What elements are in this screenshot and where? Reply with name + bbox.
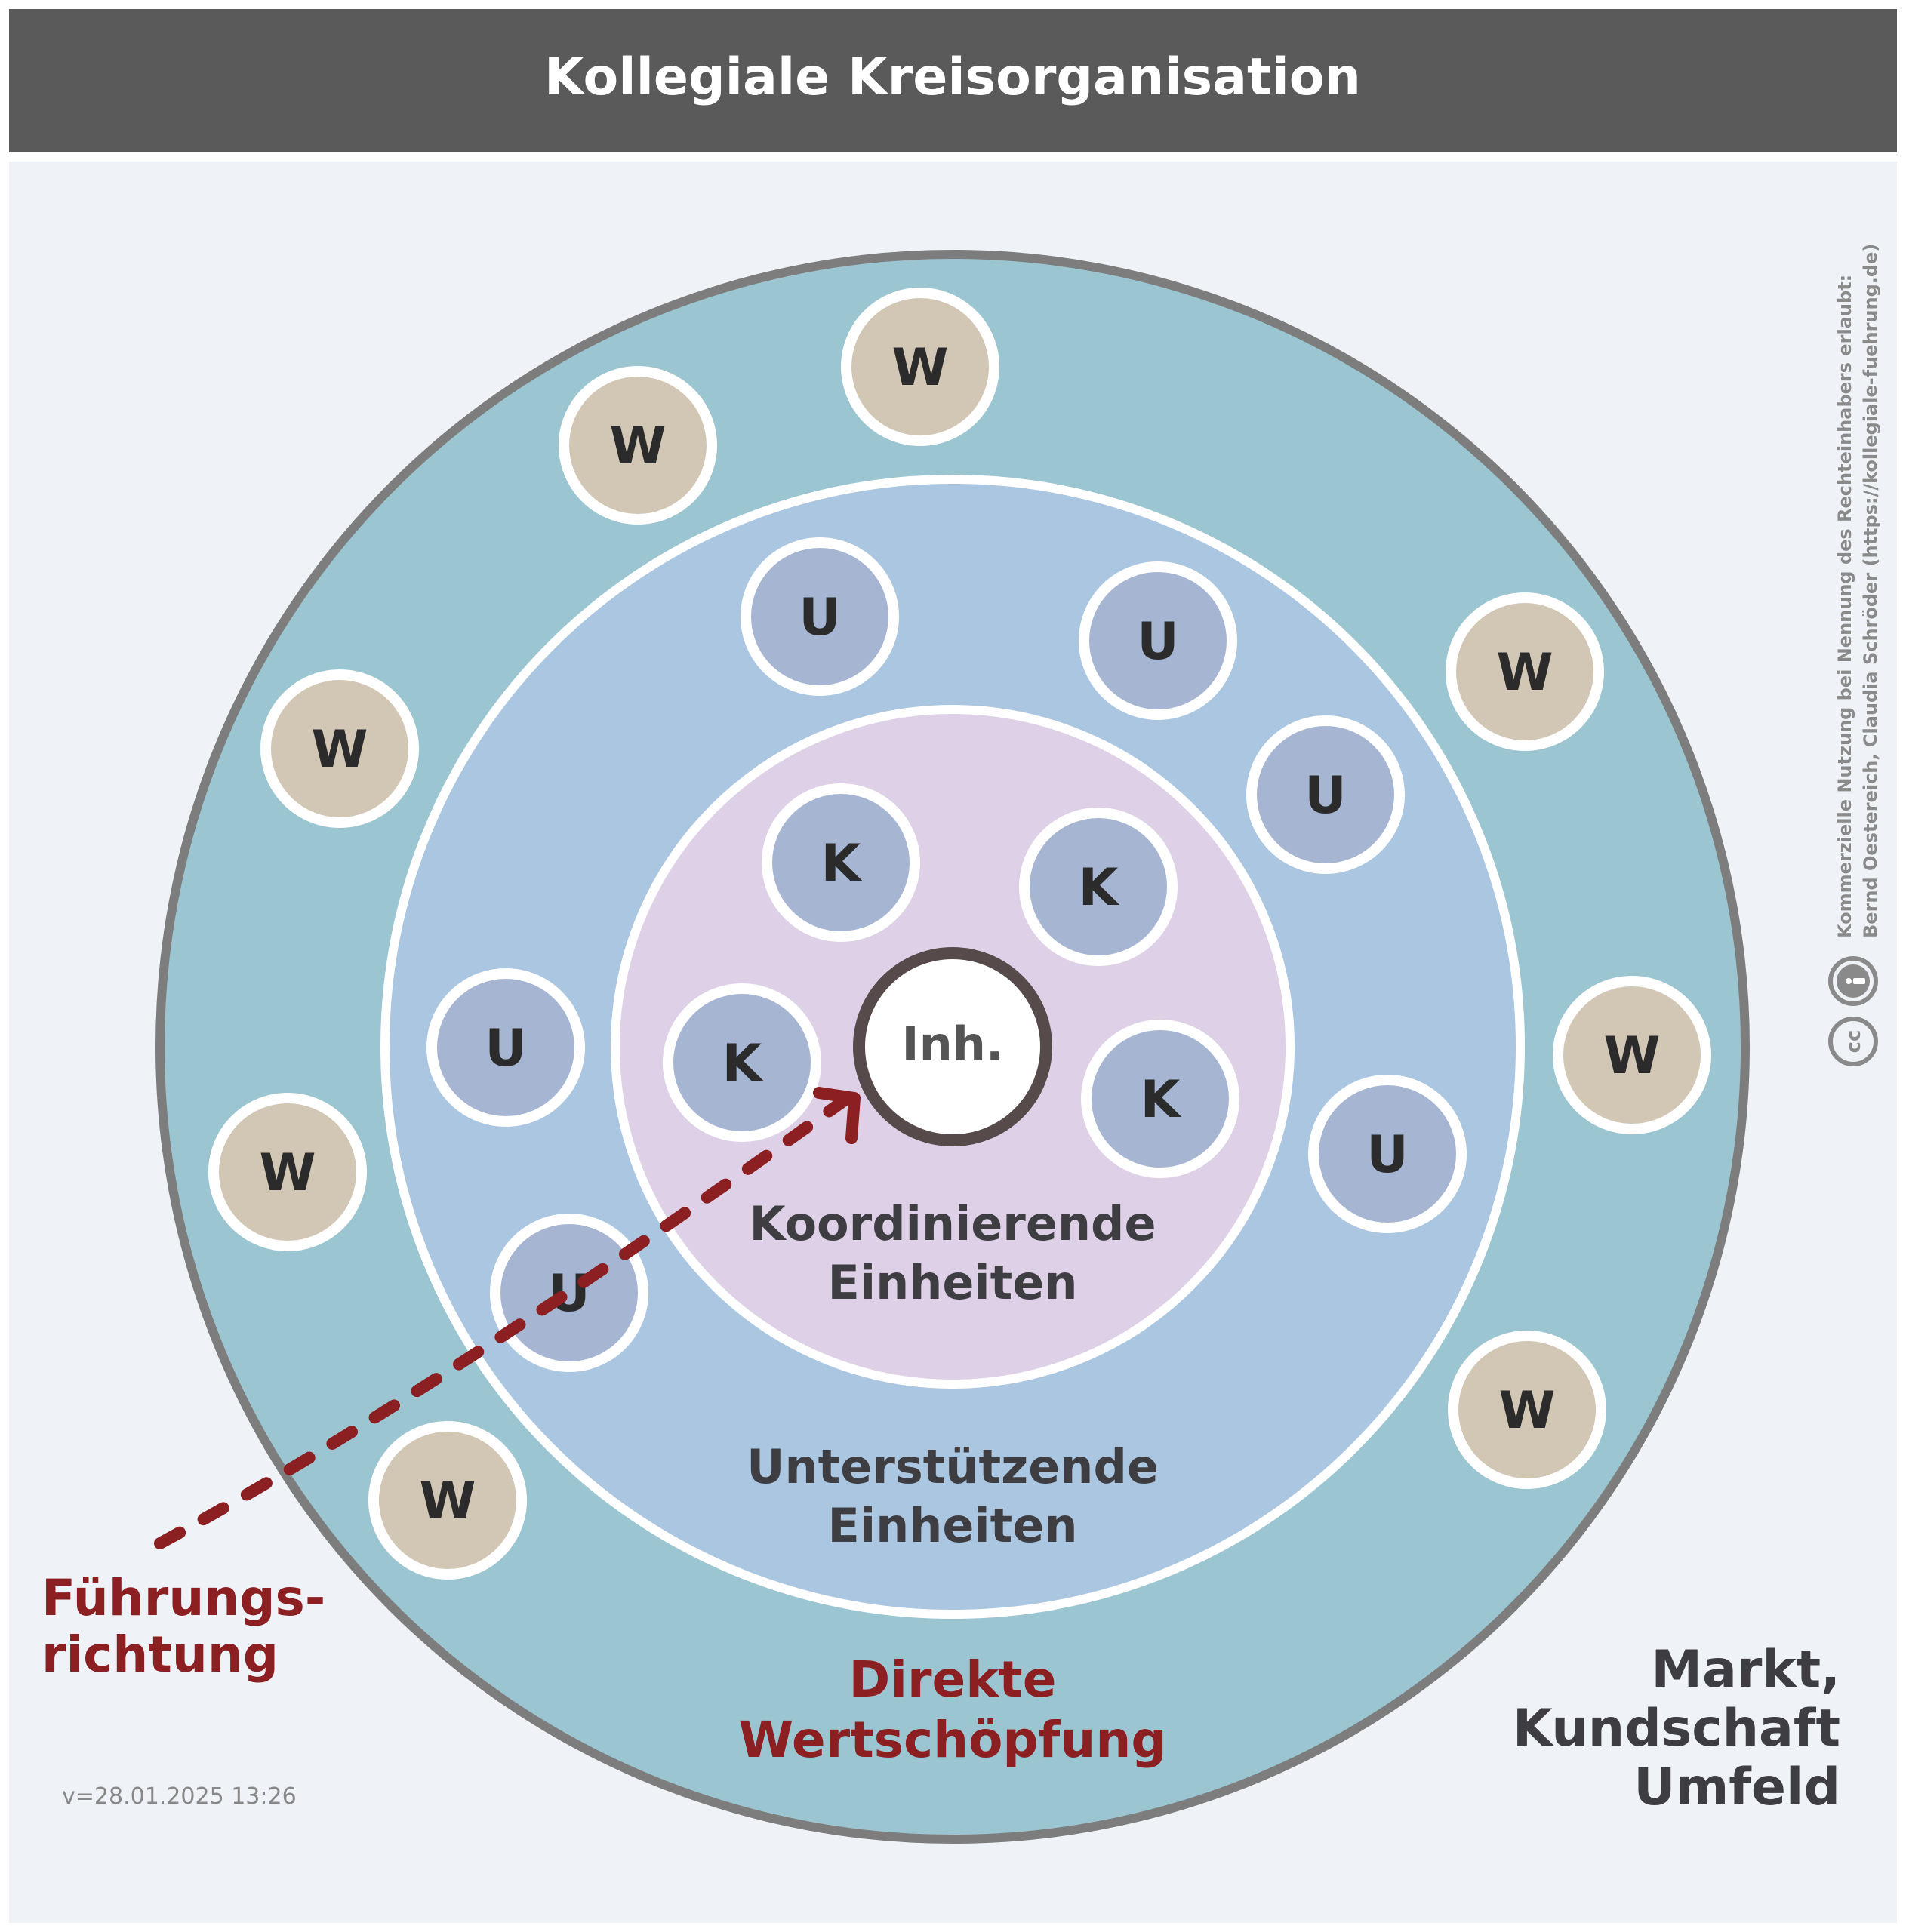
version-stamp: v=28.01.2025 13:26: [62, 1783, 297, 1810]
w-node: W: [260, 669, 419, 828]
w-node-label: W: [609, 417, 666, 476]
k-node: K: [663, 983, 821, 1142]
outer-ring-label-line2: Wertschöpfung: [738, 1711, 1166, 1769]
w-node-label: W: [1496, 643, 1553, 703]
environment-label-line2: Kundschaft: [1513, 1699, 1840, 1758]
w-node: W: [1553, 976, 1711, 1134]
environment-label-line3: Umfeld: [1633, 1758, 1840, 1817]
inner-ring-label-line1: Koordinierende: [750, 1196, 1156, 1251]
middle-ring-label-line1: Unterstützende: [747, 1439, 1159, 1494]
k-node-label: K: [722, 1034, 764, 1094]
w-node: W: [368, 1421, 527, 1580]
k-node-label: K: [1079, 858, 1120, 918]
u-node: U: [490, 1214, 648, 1372]
w-node-label: W: [311, 720, 368, 780]
u-node-label: U: [1304, 766, 1346, 826]
leadership-arrowhead: [813, 1087, 861, 1144]
w-node-label: W: [259, 1143, 316, 1203]
page-title: Kollegiale Kreisorganisation: [544, 48, 1361, 107]
u-node: U: [426, 968, 585, 1127]
direction-label-line1: Führungs-: [42, 1569, 325, 1627]
header-bar: [9, 9, 1897, 152]
k-node-label: K: [1141, 1070, 1182, 1130]
center-owner-node: [853, 947, 1052, 1146]
u-node-circle: [1308, 1075, 1467, 1233]
inner-ring-label-line2: Einheiten: [827, 1255, 1077, 1310]
k-node-circle: [663, 983, 821, 1142]
direction-label-line2: richtung: [42, 1626, 279, 1684]
u-node-label: U: [1137, 612, 1178, 672]
k-node: K: [1081, 1020, 1239, 1178]
w-node-label: W: [891, 338, 948, 398]
u-node-label: U: [548, 1264, 590, 1324]
w-node-label: W: [1603, 1026, 1660, 1086]
u-node-circle: [426, 968, 585, 1127]
u-node: U: [1079, 561, 1237, 720]
w-node-circle: [841, 288, 999, 446]
leadership-direction-arrow: [154, 1094, 851, 1549]
outer-ring-label-line1: Direkte: [849, 1651, 1057, 1709]
k-node-circle: [1081, 1020, 1239, 1178]
u-node-circle: [1079, 561, 1237, 720]
u-node: U: [741, 537, 899, 696]
license-line2: Bernd Oestereich, Claudia Schröder (http…: [1860, 244, 1881, 938]
w-node: W: [208, 1093, 367, 1251]
u-node: U: [1246, 715, 1405, 874]
w-node-circle: [1446, 592, 1604, 751]
center-owner-label: Inh.: [902, 1017, 1004, 1072]
u-node-circle: [490, 1214, 648, 1372]
w-node-circle: [1553, 976, 1711, 1134]
w-node-label: W: [419, 1472, 476, 1531]
attribution-icon: [1828, 956, 1878, 1006]
w-node-circle: [260, 669, 419, 828]
middle-ring-label-line2: Einheiten: [827, 1498, 1077, 1553]
u-node-label: U: [485, 1019, 526, 1078]
u-node-label: U: [1366, 1125, 1408, 1185]
license-block: Kommerzielle Nutzung bei Nennung des Rec…: [1834, 244, 1881, 938]
license-line1: Kommerzielle Nutzung bei Nennung des Rec…: [1834, 275, 1855, 938]
unit-nodes: K K K K U U U U U U W W W W W W W W: [208, 288, 1711, 1580]
k-node-circle: [762, 783, 920, 942]
cc-icon: cc: [1828, 1017, 1878, 1066]
k-node: K: [762, 783, 920, 942]
w-node-circle: [208, 1093, 367, 1251]
u-node: U: [1308, 1075, 1467, 1233]
w-node: W: [1448, 1331, 1606, 1489]
u-node-circle: [741, 537, 899, 696]
w-node-circle: [368, 1421, 527, 1580]
u-node-label: U: [799, 588, 840, 648]
k-node-label: K: [821, 834, 863, 894]
environment-label-line1: Markt,: [1651, 1640, 1840, 1700]
w-node-circle: [559, 366, 717, 525]
svg-text:cc: cc: [1843, 1030, 1865, 1054]
w-node-label: W: [1498, 1381, 1555, 1441]
k-node-circle: [1019, 808, 1178, 966]
w-node: W: [841, 288, 999, 446]
u-node-circle: [1246, 715, 1405, 874]
k-node: K: [1019, 808, 1178, 966]
w-node-circle: [1448, 1331, 1606, 1489]
w-node: W: [1446, 592, 1604, 751]
w-node: W: [559, 366, 717, 525]
